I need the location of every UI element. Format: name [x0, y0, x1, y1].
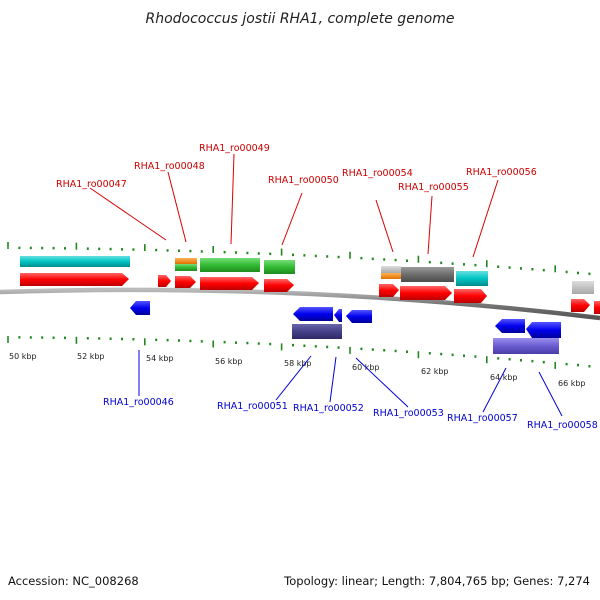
feature-light-gray	[381, 266, 401, 273]
gene-arrow-forward	[158, 275, 171, 287]
gene-label[interactable]: RHA1_ro00048	[134, 161, 205, 172]
forward-strand-features	[20, 256, 600, 314]
leader-line	[230, 153, 235, 245]
gene-arrow-reverse	[130, 301, 150, 315]
kbp-label: 50 kbp	[9, 352, 37, 361]
leader-line	[375, 199, 394, 253]
bottom-gene-labels: RHA1_ro00046 RHA1_ro00051 RHA1_ro00052 R…	[103, 350, 598, 431]
gene-label[interactable]: RHA1_ro00047	[56, 179, 127, 190]
leader-line	[89, 187, 167, 241]
gene-label[interactable]: RHA1_ro00051	[217, 401, 288, 412]
feature-cyan	[456, 271, 488, 286]
feature-light-gray	[572, 281, 594, 294]
leader-line	[329, 356, 337, 403]
gene-label[interactable]: RHA1_ro00057	[447, 413, 518, 424]
feature-orange	[381, 273, 401, 279]
map-title: Rhodococcus jostii RHA1, complete genome	[145, 11, 454, 27]
leader-line	[275, 355, 312, 401]
feature-green	[264, 260, 295, 274]
leader-line	[167, 171, 187, 243]
gene-arrow-forward	[454, 289, 487, 303]
gene-arrow-forward	[264, 279, 294, 292]
reverse-strand-features	[130, 301, 561, 354]
gene-label[interactable]: RHA1_ro00049	[199, 143, 270, 154]
kbp-label: 64 kbp	[490, 373, 518, 382]
gene-arrow-reverse	[495, 319, 525, 333]
kbp-label: 66 kbp	[558, 379, 586, 388]
leader-line	[538, 371, 563, 417]
feature-gray	[401, 267, 454, 282]
top-gene-labels: RHA1_ro00047 RHA1_ro00048 RHA1_ro00049 R…	[56, 143, 537, 258]
gene-label[interactable]: RHA1_ro00056	[466, 167, 537, 178]
gene-label[interactable]: RHA1_ro00058	[527, 420, 598, 431]
gene-label[interactable]: RHA1_ro00046	[103, 397, 174, 408]
gene-arrow-forward	[379, 284, 399, 297]
gene-arrow-forward	[400, 286, 452, 300]
feature-purple	[493, 338, 559, 354]
kbp-label: 56 kbp	[215, 357, 243, 366]
feature-dark-purple	[292, 324, 342, 339]
gene-arrow-forward	[571, 299, 590, 312]
leader-line	[281, 192, 303, 246]
feature-orange	[175, 258, 197, 264]
gene-arrow-forward	[200, 277, 259, 290]
feature-green	[200, 258, 260, 272]
kbp-label: 58 kbp	[284, 359, 312, 368]
kbp-label: 62 kbp	[421, 367, 449, 376]
gene-label[interactable]: RHA1_ro00053	[373, 408, 444, 419]
gene-arrow-reverse	[346, 310, 372, 323]
feature-green-small	[175, 264, 197, 271]
upper-tick-track	[7, 242, 591, 276]
leader-line	[482, 367, 507, 413]
leader-line	[355, 357, 409, 408]
feature-cyan-left	[20, 256, 130, 267]
gene-label[interactable]: RHA1_ro00050	[268, 175, 339, 186]
lower-tick-track	[7, 336, 591, 369]
kbp-label: 52 kbp	[77, 352, 105, 361]
accession-text: Accession: NC_008268	[8, 574, 139, 588]
gene-arrow-forward	[175, 276, 196, 288]
leader-line	[472, 179, 499, 258]
gene-edge-forward	[594, 301, 600, 314]
gene-arrow-reverse	[334, 309, 342, 322]
gene-arrow-reverse	[526, 322, 561, 338]
gene-label[interactable]: RHA1_ro00052	[293, 403, 364, 414]
leader-line	[427, 195, 433, 255]
topology-text: Topology: linear; Length: 7,804,765 bp; …	[283, 574, 590, 588]
kbp-label: 54 kbp	[146, 354, 174, 363]
gene-arrow-reverse	[293, 307, 333, 321]
gene-label[interactable]: RHA1_ro00054	[342, 168, 413, 179]
gene-label[interactable]: RHA1_ro00055	[398, 182, 469, 193]
genome-backbone	[0, 287, 600, 321]
gene-arrow-forward	[20, 273, 129, 286]
